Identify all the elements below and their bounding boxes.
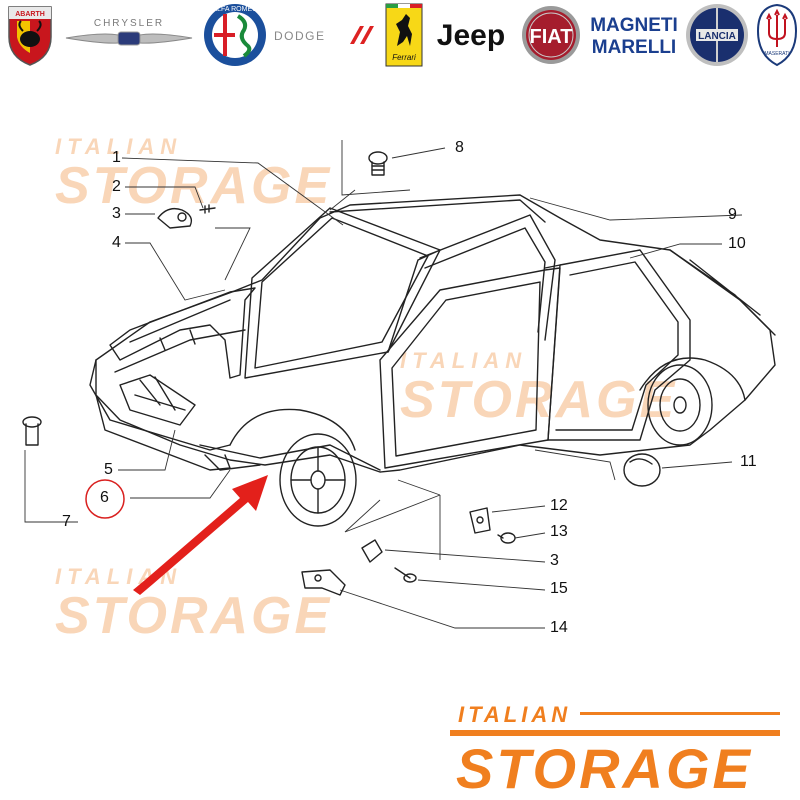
callout-9: 9 (728, 206, 737, 223)
callout-13: 13 (550, 523, 568, 540)
magneti-marelli-logo: MAGNETI MARELLI (588, 2, 680, 68)
callout-4: 4 (112, 234, 121, 251)
screw-part-2 (199, 204, 216, 214)
dodge-logo: DODGE (272, 2, 376, 68)
brand-logo-bar: ABARTH CHRYSLER ALFA ROMEO DODGE (0, 0, 800, 72)
bracket-part-12 (469, 507, 491, 534)
maserati-logo: MASERATI (756, 2, 798, 68)
callout-6: 6 (100, 489, 109, 506)
bolt-part-15 (394, 567, 417, 583)
callout-3-lower: 3 (550, 552, 559, 569)
callout-3: 3 (112, 205, 121, 222)
plug-part-7 (22, 416, 42, 446)
clip-part-3 (157, 207, 193, 229)
svg-text:MASERATI: MASERATI (764, 51, 789, 57)
svg-text:ALFA ROMEO: ALFA ROMEO (212, 6, 258, 13)
rear-door-seal (547, 249, 691, 441)
svg-text:FIAT: FIAT (530, 26, 573, 48)
screw-part-8 (368, 151, 388, 176)
rear-wheel (647, 364, 713, 446)
hood-inner-panel (109, 287, 256, 379)
cap-part-11 (623, 453, 661, 487)
alfa-romeo-logo: ALFA ROMEO (202, 2, 268, 68)
svg-text:STORAGE: STORAGE (456, 737, 753, 795)
callout-11: 11 (740, 453, 757, 470)
callout-1: 1 (112, 149, 121, 166)
jeep-logo: Jeep (428, 2, 514, 68)
highlight-circle (85, 479, 125, 519)
lancia-logo: LANCIA (684, 2, 750, 68)
front-wheel (279, 433, 357, 527)
chrysler-logo: CHRYSLER (62, 2, 196, 68)
callout-12: 12 (550, 497, 568, 514)
svg-text:DODGE: DODGE (274, 29, 326, 43)
callout-8: 8 (455, 139, 464, 156)
watermark-bottom-left: ITALIAN STORAGE (55, 564, 333, 645)
ferrari-logo: Ferrari (384, 2, 424, 68)
watermark-top-left: ITALIAN STORAGE (55, 134, 333, 215)
car-body-outline (95, 194, 776, 473)
svg-text:Ferrari: Ferrari (392, 53, 416, 62)
callout-15: 15 (550, 580, 568, 597)
callout-2: 2 (112, 178, 121, 195)
bracket-part-14 (301, 569, 346, 596)
svg-text:CHRYSLER: CHRYSLER (94, 18, 164, 29)
front-door-seal (379, 267, 561, 469)
abarth-logo: ABARTH (2, 2, 58, 68)
screw-part-13 (497, 532, 516, 544)
svg-text:LANCIA: LANCIA (698, 31, 736, 42)
clip-part-3-lower (361, 539, 383, 563)
svg-text:ABARTH: ABARTH (15, 11, 45, 18)
leader-lines (24, 140, 743, 629)
italian-storage-logo: ITALIAN STORAGE (450, 700, 780, 800)
callout-5: 5 (104, 461, 113, 478)
callout-10: 10 (728, 235, 746, 252)
svg-text:ITALIAN: ITALIAN (458, 702, 571, 727)
windshield-seal (244, 207, 441, 379)
svg-text:MARELLI: MARELLI (592, 37, 676, 58)
fiat-logo: FIAT (520, 2, 582, 68)
callout-14: 14 (550, 619, 568, 636)
red-arrow (133, 475, 268, 595)
callout-7: 7 (62, 513, 71, 530)
svg-text:Jeep: Jeep (437, 19, 505, 52)
svg-text:MAGNETI: MAGNETI (590, 15, 678, 36)
